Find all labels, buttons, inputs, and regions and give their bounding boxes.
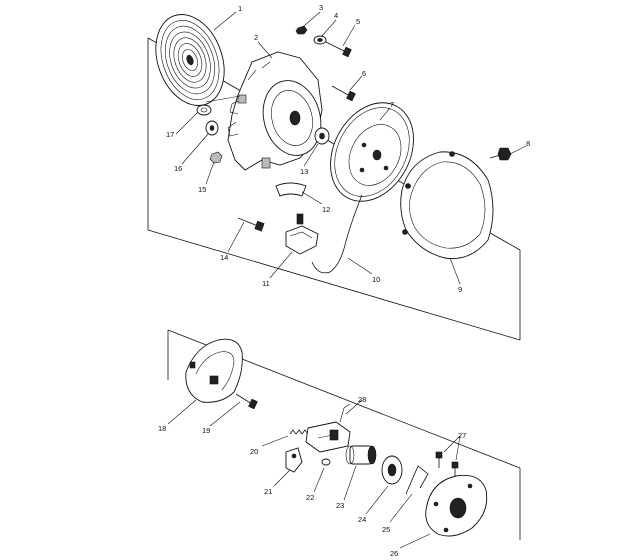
- bolt-part-5: [325, 41, 352, 58]
- label-23: 23: [336, 501, 344, 510]
- nut-part-15: [209, 151, 223, 164]
- grip-part-12: [275, 182, 307, 197]
- screw-part-19: [235, 393, 258, 410]
- handle-part-11: [285, 213, 319, 255]
- lower-leader-lines: [167, 399, 461, 549]
- label-2: 2: [254, 33, 258, 42]
- label-24: 24: [358, 515, 366, 524]
- label-6: 6: [362, 69, 366, 78]
- label-10: 10: [372, 275, 380, 284]
- label-20: 20: [250, 447, 258, 456]
- label-25: 25: [382, 525, 390, 534]
- housing-part-2: [227, 51, 323, 171]
- part-number-labels: 1 2 3 4 5 6 7 8 9 10 11 12 13 14 15 16 1…: [158, 3, 530, 558]
- label-27: 27: [458, 431, 466, 440]
- cover-part-9: [400, 151, 494, 260]
- pulley-part-7: [330, 102, 414, 202]
- upper-leader-lines: [175, 11, 527, 285]
- recoil-spring-part-1: [155, 14, 225, 106]
- washer-part-17: [196, 104, 212, 116]
- label-8: 8: [526, 139, 530, 148]
- label-5: 5: [356, 17, 360, 26]
- label-21: 21: [264, 487, 272, 496]
- nut-part-3: [295, 25, 308, 35]
- screws-part-27: [435, 451, 459, 476]
- bushing-part-24: [381, 455, 403, 485]
- label-26: 26: [390, 549, 398, 558]
- label-7: 7: [390, 100, 394, 109]
- label-4: 4: [334, 11, 338, 20]
- label-28: 28: [358, 395, 366, 404]
- label-17: 17: [166, 130, 174, 139]
- bolt-part-8: [489, 147, 512, 161]
- washer-part-13: [314, 127, 330, 145]
- label-12: 12: [322, 205, 330, 214]
- label-18: 18: [158, 424, 166, 433]
- spring-part-20: [289, 429, 309, 435]
- roller-part-23: [345, 445, 377, 465]
- screw-part-14: [237, 217, 265, 232]
- ratchet-housing-part-18: [185, 338, 243, 403]
- rope-part-10: [311, 194, 363, 274]
- label-19: 19: [202, 426, 210, 435]
- pawl-bracket-part-28: [305, 403, 351, 453]
- spring-wire-part-25: [405, 465, 429, 495]
- bolt-part-6: [331, 85, 356, 102]
- washer-part-4: [313, 35, 327, 45]
- label-16: 16: [174, 164, 182, 173]
- label-14: 14: [220, 253, 228, 262]
- label-9: 9: [458, 285, 462, 294]
- label-13: 13: [300, 167, 308, 176]
- bushing-part-16: [205, 120, 219, 136]
- label-11: 11: [262, 279, 270, 288]
- pin-part-22: [321, 458, 331, 466]
- label-15: 15: [198, 185, 206, 194]
- base-plate-part-26: [425, 474, 488, 537]
- latch-part-21: [285, 447, 303, 473]
- label-1: 1: [238, 4, 242, 13]
- label-22: 22: [306, 493, 314, 502]
- label-3: 3: [319, 3, 323, 12]
